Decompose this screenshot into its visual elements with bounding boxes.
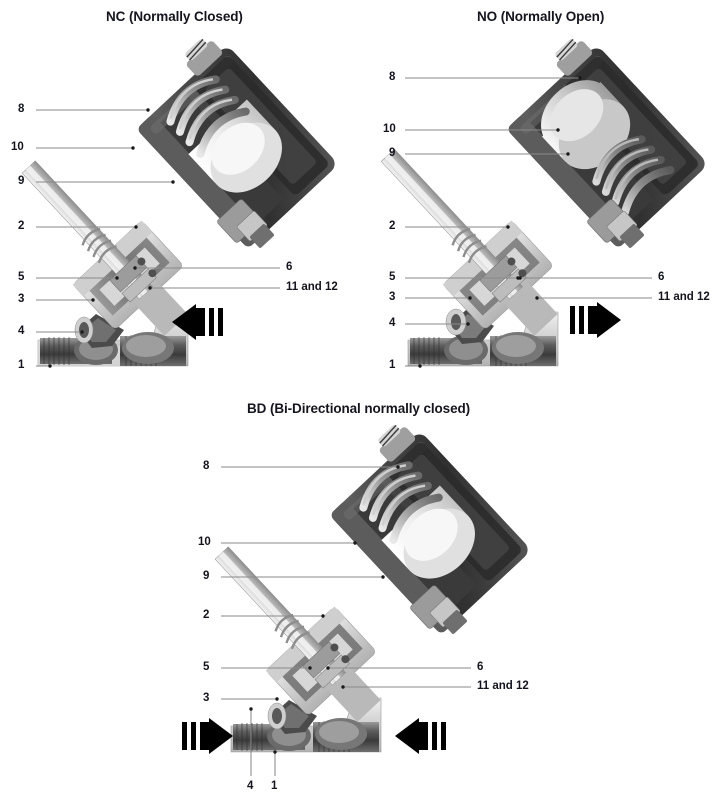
leaders-left-bd: [221, 465, 400, 701]
flow-arrow-left-nc: [172, 304, 223, 340]
callout-nc-11-and-12: 11 and 12: [286, 281, 338, 293]
leaders-right-bd: [326, 666, 471, 689]
callout-nc-8: 8: [18, 103, 25, 115]
actuator-piston-nc: [188, 99, 282, 193]
callout-bd-2: 2: [203, 609, 210, 621]
leaders-left-nc: [36, 108, 175, 368]
panel-title-bd: BD (Bi-Directional normally closed): [247, 401, 471, 416]
callout-nc-10: 10: [11, 141, 24, 153]
callout-no-8: 8: [389, 71, 396, 83]
actuator-housing-no: [508, 38, 705, 247]
panel-nc: NC (Normally Closed): [0, 0, 360, 400]
air-fitting-no: [587, 199, 644, 248]
callout-bd-8: 8: [203, 460, 210, 472]
callout-bd-3: 3: [203, 692, 210, 704]
callout-no-3: 3: [389, 291, 396, 303]
valve-illustration-no: [380, 38, 705, 368]
callout-bd-6: 6: [477, 661, 484, 673]
callout-bd-10: 10: [198, 536, 211, 548]
callout-no-4: 4: [389, 317, 396, 329]
callout-nc-2: 2: [18, 220, 25, 232]
callout-nc-3: 3: [18, 293, 25, 305]
leaders-right-nc: [133, 266, 280, 290]
valve-illustration-nc: [21, 38, 335, 368]
panel-title-nc: NC (Normally Closed): [106, 9, 243, 24]
callout-no-1: 1: [389, 359, 396, 371]
callout-no-2: 2: [389, 220, 396, 232]
panel-title-no: NO (Normally Open): [477, 9, 605, 24]
actuator-housing-nc: [138, 38, 335, 247]
valve-body-bd: [230, 697, 382, 753]
valve-body-no: [407, 308, 559, 367]
callout-bd-1: 1: [271, 780, 278, 792]
callout-nc-1: 1: [18, 359, 25, 371]
leaders-bottom-bd: [249, 707, 277, 776]
callout-no-6: 6: [658, 271, 665, 283]
leaders-left-no: [405, 76, 582, 368]
valve-body-nc: [37, 311, 189, 367]
leaders-right-no: [518, 276, 652, 300]
callout-bd-11-and-12: 11 and 12: [477, 680, 529, 692]
callout-nc-9: 9: [18, 175, 25, 187]
callout-bd-4: 4: [247, 780, 254, 792]
panel-no: NO (Normally Open): [380, 9, 710, 371]
air-fitting-nc: [217, 199, 274, 248]
callout-nc-5: 5: [18, 271, 25, 283]
callout-no-9: 9: [389, 147, 396, 159]
callout-bd-9: 9: [203, 570, 210, 582]
valve-stem-nc: [21, 160, 157, 303]
callout-nc-6: 6: [286, 261, 293, 273]
callout-bd-5: 5: [203, 661, 210, 673]
callout-no-11-and-12: 11 and 12: [658, 291, 710, 303]
flow-arrow-left-bd: [395, 718, 446, 754]
callout-no-5: 5: [389, 271, 396, 283]
callout-nc-4: 4: [18, 325, 25, 337]
actuator-piston-no: [541, 80, 631, 170]
callout-no-10: 10: [383, 123, 396, 135]
actuator-piston-bd: [381, 485, 475, 579]
flow-arrow-right-bd: [182, 718, 233, 754]
valve-stem-no: [380, 148, 527, 303]
air-fitting-bd: [410, 585, 467, 634]
flow-arrow-right-no: [570, 302, 621, 338]
